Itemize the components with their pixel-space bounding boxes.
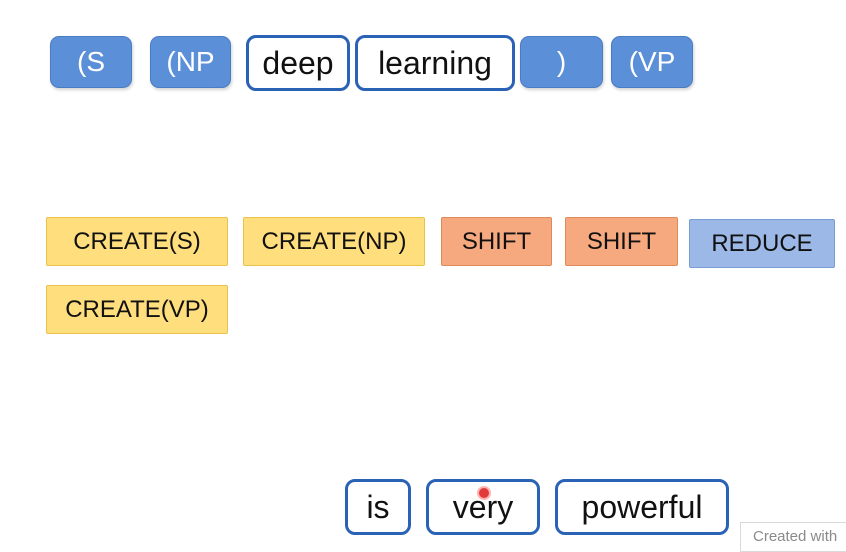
stack-token-s-open: (S [50,36,132,88]
action-create-s: CREATE(S) [46,217,228,266]
stack-token-vp-open: (VP [611,36,693,88]
watermark-created-with: Created with [740,522,846,552]
action-shift-2: SHIFT [565,217,678,266]
action-create-vp: CREATE(VP) [46,285,228,334]
stack-token-close-paren: ) [520,36,603,88]
action-shift-1: SHIFT [441,217,552,266]
mouse-cursor-indicator [479,488,489,498]
buffer-token-is: is [345,479,411,535]
action-create-np: CREATE(NP) [243,217,425,266]
stack-token-learning: learning [355,35,515,91]
action-reduce: REDUCE [689,219,835,268]
stack-token-deep: deep [246,35,350,91]
stack-token-np-open: (NP [150,36,231,88]
buffer-token-powerful: powerful [555,479,729,535]
